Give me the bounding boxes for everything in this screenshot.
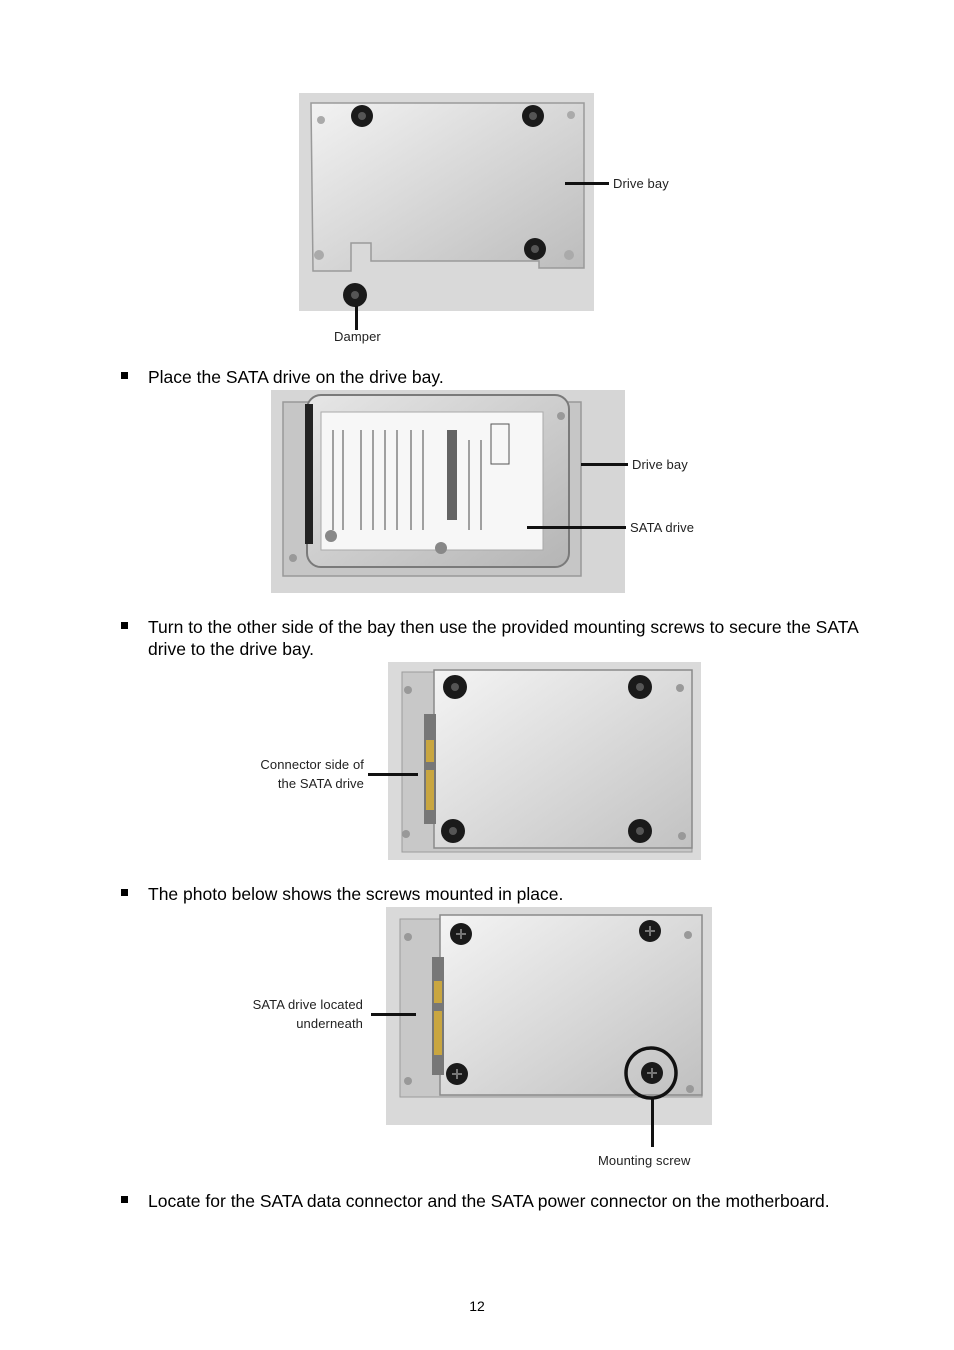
drive-bay-back-side-photo (388, 662, 701, 860)
page-number: 12 (469, 1298, 485, 1314)
sata-located-label-line2: underneath (296, 1016, 363, 1031)
drive-bay-label: Drive bay (613, 176, 669, 191)
instruction-text: Locate for the SATA data connector and t… (148, 1191, 830, 1211)
bullet-marker (121, 622, 128, 629)
sata-located-underneath-label: SATA drive located underneath (222, 995, 363, 1033)
screws-mounted-photo (386, 907, 712, 1125)
connector-side-label-line2: the SATA drive (277, 776, 364, 791)
damper-label: Damper (334, 329, 381, 344)
drive-bay-callout-line (581, 463, 628, 466)
instruction-text: Turn to the other side of the bay then u… (148, 617, 858, 659)
sata-drive-label: SATA drive (630, 520, 695, 535)
drive-bay-callout-line (565, 182, 609, 185)
sata-located-label-line1: SATA drive located (252, 997, 363, 1012)
bullet-marker (121, 372, 128, 379)
mounting-screw-label: Mounting screw (598, 1153, 691, 1168)
instruction-text: The photo below shows the screws mounted… (148, 884, 564, 904)
drive-bay-photo (299, 93, 594, 311)
connector-side-label-line1: Connector side of (260, 757, 364, 772)
mounting-screw-callout-line (651, 1097, 654, 1147)
instruction-text: Place the SATA drive on the drive bay. (148, 367, 444, 387)
connector-side-callout-line (368, 773, 418, 776)
drive-bay-label: Drive bay (632, 457, 688, 472)
sata-drive-callout-line (527, 526, 626, 529)
bullet-marker (121, 1196, 128, 1203)
sata-located-callout-line (371, 1013, 416, 1016)
connector-side-label: Connector side of the SATA drive (240, 755, 364, 793)
damper-callout-line (355, 306, 358, 330)
bullet-marker (121, 889, 128, 896)
sata-drive-on-bay-photo (271, 390, 625, 593)
